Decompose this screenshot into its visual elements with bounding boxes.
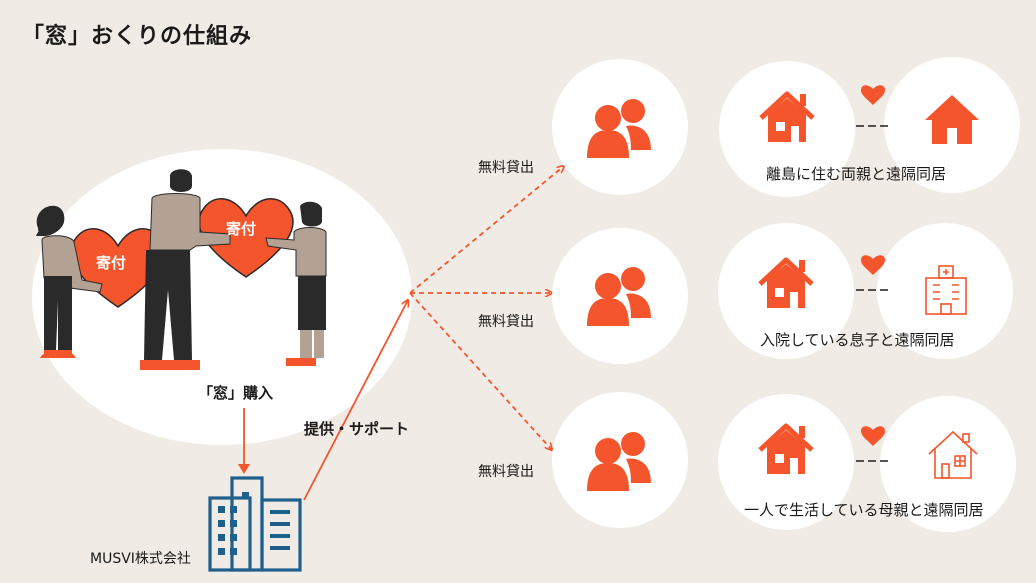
loan-label-1: 無料貸出 — [478, 160, 534, 176]
company-label: MUSVI株式会社 — [90, 551, 191, 567]
row-caption-2: 入院している息子と遠隔同居 — [760, 331, 955, 349]
loan-label-3: 無料貸出 — [478, 464, 534, 480]
row-caption-3: 一人で生活している母親と遠隔同居 — [744, 501, 984, 519]
page-title: 「窓」おくりの仕組み — [22, 24, 253, 49]
heart-label-right: 寄付 — [226, 220, 257, 238]
heart-label-left: 寄付 — [96, 254, 127, 272]
row-caption-1: 離島に住む両親と遠隔同居 — [766, 165, 947, 183]
support-label: 提供・サポート — [304, 420, 410, 438]
purchase-label: 「窓」購入 — [198, 384, 274, 402]
loan-label-2: 無料貸出 — [478, 314, 534, 330]
